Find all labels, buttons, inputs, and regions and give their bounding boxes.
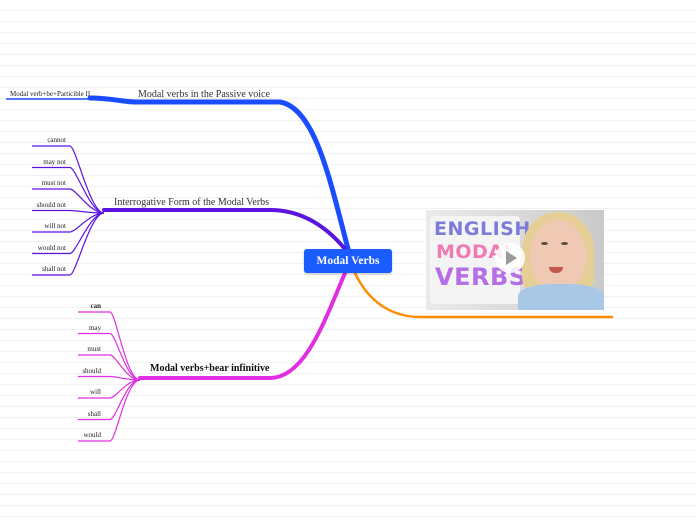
bare-child-line	[78, 375, 141, 381]
passive-branch-line	[87, 95, 351, 252]
interrogative-child-line	[32, 145, 105, 214]
interrogative-child-label[interactable]: may not	[43, 157, 66, 166]
woman-mouth	[549, 267, 563, 273]
bare-child-label[interactable]: should	[82, 366, 101, 375]
interrogative-child-label[interactable]: shall not	[42, 265, 66, 273]
passive-branch-label[interactable]: Modal verbs in the Passive voice	[138, 89, 270, 100]
play-icon[interactable]	[495, 243, 525, 273]
interrogative-branch-label[interactable]: Interrogative Form of the Modal Verbs	[114, 197, 270, 208]
bare-child-line	[78, 311, 141, 381]
bare-child-label[interactable]: can	[90, 302, 102, 310]
bare-branch-line	[138, 271, 347, 380]
bare-child-line	[78, 379, 141, 442]
bare-child-line	[78, 354, 141, 381]
interrogative-child-label[interactable]: should not	[36, 200, 66, 209]
woman-left-eye	[541, 242, 548, 245]
interrogative-child-lines	[32, 145, 105, 276]
bare-child-label[interactable]: must	[87, 345, 101, 353]
interrogative-branch-line	[102, 208, 347, 251]
interrogative-child-label[interactable]: will not	[44, 222, 66, 230]
bare-child-lines	[78, 311, 141, 442]
bare-child-line	[78, 332, 141, 381]
bare-branch-label[interactable]: Modal verbs+bear infinitive	[150, 363, 270, 374]
image-branch-line	[353, 271, 614, 319]
woman-face	[530, 220, 586, 290]
interrogative-child-line	[32, 212, 105, 276]
passive-child-label[interactable]: Modal verb+be+Particible II	[10, 90, 91, 98]
interrogative-child-line	[32, 209, 105, 214]
interrogative-child-label[interactable]: would not	[37, 243, 66, 252]
bare-child-label[interactable]: shall	[87, 409, 101, 418]
thumbnail-word-english: ENGLISH	[434, 218, 531, 240]
bare-child-label[interactable]: would	[83, 431, 102, 439]
central-topic[interactable]: Modal Verbs	[304, 249, 392, 273]
interrogative-child-line	[32, 166, 105, 214]
passive-child-line	[6, 98, 137, 103]
interrogative-child-line	[32, 188, 105, 214]
woman-right-eye	[561, 242, 568, 245]
interrogative-child-label[interactable]: must not	[41, 179, 66, 187]
interrogative-child-label[interactable]: cannot	[47, 136, 66, 144]
english-modal-verbs-thumbnail[interactable]: ENGLISH MODAL VERBS	[426, 210, 604, 310]
bare-child-label[interactable]: will	[90, 388, 101, 396]
bare-child-label[interactable]: may	[88, 323, 101, 332]
woman-sweater	[518, 284, 604, 310]
